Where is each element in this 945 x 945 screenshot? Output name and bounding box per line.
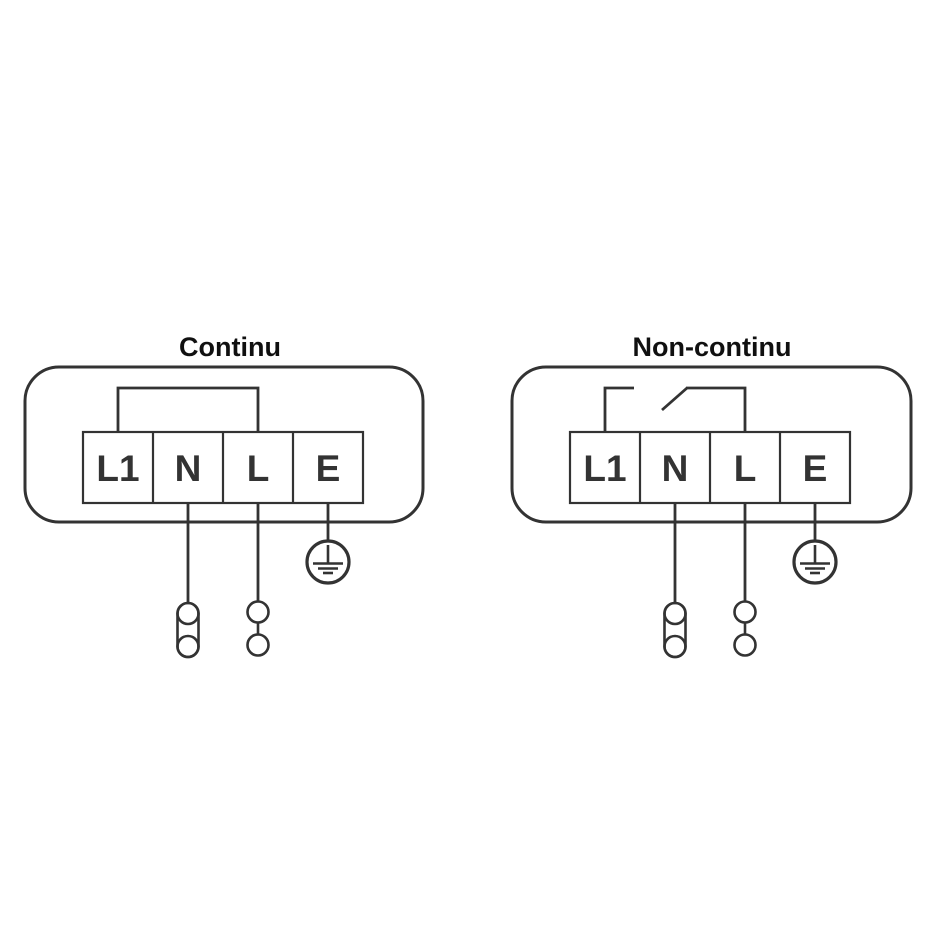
switch-contact-right xyxy=(686,386,747,432)
terminal-label-e: E xyxy=(803,448,828,489)
device-enclosure xyxy=(510,365,913,524)
terminal-label-l: L xyxy=(734,448,757,489)
plug-connector-icon xyxy=(733,600,757,657)
terminal-label-e: E xyxy=(316,448,341,489)
terminal-label-l1: L1 xyxy=(96,448,139,489)
earth-icon xyxy=(305,539,351,585)
switch-contact-left xyxy=(603,386,634,432)
terminal-label-n: N xyxy=(175,448,202,489)
jumper-wire-closed xyxy=(116,386,260,432)
terminal-label-l1: L1 xyxy=(583,448,626,489)
earth-icon xyxy=(792,539,838,585)
linked-connector-icon xyxy=(176,601,200,659)
diagram-title-continuous: Continu xyxy=(179,332,281,362)
terminal-label-l: L xyxy=(247,448,270,489)
linked-connector-icon xyxy=(663,601,687,659)
terminal-label-n: N xyxy=(662,448,689,489)
diagram-title-non-continuous: Non-continu xyxy=(633,332,792,362)
switch-blade xyxy=(661,386,688,412)
device-enclosure xyxy=(23,365,425,524)
diagram-continuous: Continu L1 N L E xyxy=(23,332,425,659)
plug-connector-icon xyxy=(246,600,270,657)
diagram-non-continuous: Non-continu L1 N L E xyxy=(510,332,913,659)
